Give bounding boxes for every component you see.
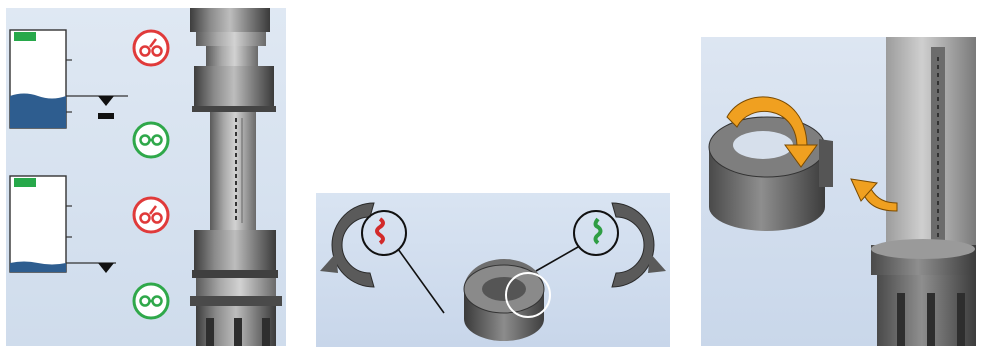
tank-high-level [9, 29, 128, 129]
float-level-illustration [9, 8, 282, 346]
clip-left [320, 202, 407, 288]
clip-mounting-illustration [708, 37, 976, 346]
clip-orientation-panel [316, 193, 670, 347]
green-mark-icon [593, 217, 603, 245]
zoom-circle-right [573, 210, 619, 256]
clip-orientation-illustration [320, 202, 666, 341]
clip-block [708, 116, 833, 231]
clip-right [573, 202, 666, 288]
curved-arrow-icon [726, 96, 818, 168]
tank-low-level [9, 175, 116, 273]
curved-arrow-icon [850, 178, 898, 212]
float-level-indicator-panel [6, 8, 286, 346]
zoom-circle-left [361, 210, 407, 256]
red-mark-icon [375, 217, 385, 245]
link-icon [132, 282, 170, 320]
float-sensor-rod [190, 8, 282, 346]
float-sensor-rod [871, 37, 976, 346]
clip-mounting-panel [701, 37, 976, 346]
float-cylinder [463, 259, 551, 341]
level-marker-icon [98, 263, 114, 273]
tank-cap [14, 32, 36, 41]
link-icon [132, 121, 170, 159]
broken-link-icon [132, 196, 170, 234]
tank-cap [14, 178, 36, 187]
level-marker-icon [98, 96, 114, 106]
zoom-circle-center [505, 272, 551, 318]
minus-icon [98, 113, 114, 119]
broken-link-icon [132, 29, 170, 67]
